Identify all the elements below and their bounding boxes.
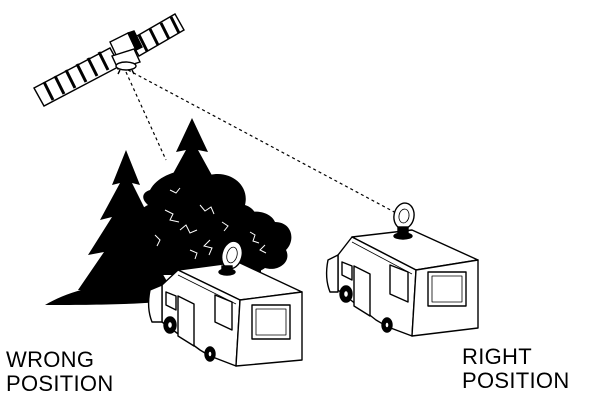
- right-position-label: RIGHT POSITION: [462, 345, 570, 393]
- right-position-line2: POSITION: [462, 369, 570, 393]
- satellite-icon: [34, 14, 184, 106]
- signal-line-blocked: [126, 72, 166, 160]
- right-position-line1: RIGHT: [462, 345, 570, 369]
- wrong-position-line1: WRONG: [6, 348, 114, 372]
- wrong-position-label: WRONG POSITION: [6, 348, 114, 396]
- motorhome-icon-right: [327, 230, 478, 336]
- wrong-position-line2: POSITION: [6, 372, 114, 396]
- solar-panel-left: [34, 48, 120, 106]
- motorhome-icon-wrong: [149, 262, 302, 366]
